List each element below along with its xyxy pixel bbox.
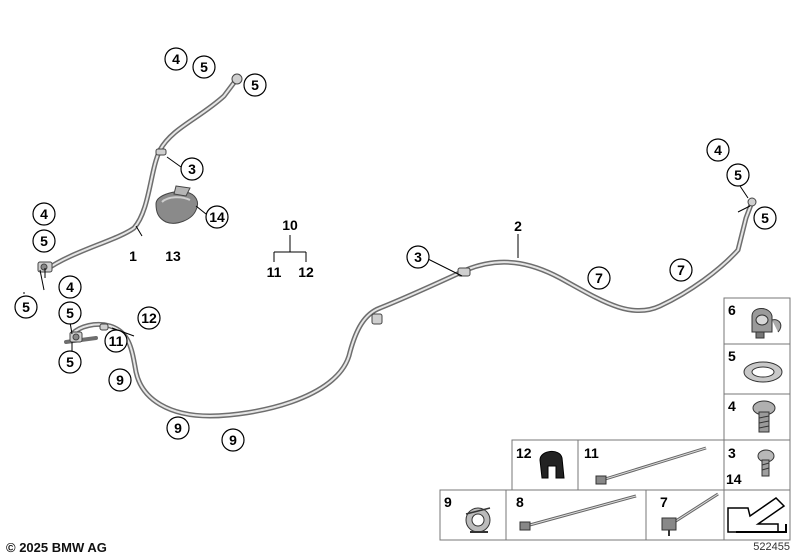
panel-label-12: 12 (516, 445, 532, 461)
callout-numbers: 4 5 5 3 4 5 5 4 5 5 12 11 9 9 9 14 3 4 5… (22, 51, 769, 448)
callout-number: 4 (172, 51, 180, 67)
callout-9[interactable] (221, 428, 245, 452)
brake-lines (43, 77, 755, 419)
callout-5[interactable] (32, 229, 56, 253)
callout-number: 5 (40, 233, 48, 249)
callout-5[interactable] (58, 350, 82, 374)
callout-number: 4 (66, 279, 74, 295)
parts-panel: 6 5 4 3 14 12 11 9 8 7 (439, 297, 791, 541)
washer-5-icon (743, 361, 783, 383)
panel-label-6: 6 (728, 302, 736, 318)
callout-number: 9 (229, 432, 237, 448)
panel-label-5: 5 (728, 348, 736, 364)
callout-7[interactable] (669, 258, 693, 282)
callout-9[interactable] (108, 368, 132, 392)
bracket-13-icon (155, 185, 199, 224)
callout-number: 14 (209, 209, 225, 225)
callout-5[interactable] (192, 55, 216, 79)
callout-number: 5 (251, 77, 259, 93)
screw-3-icon (757, 449, 775, 477)
callout-4[interactable] (58, 275, 82, 299)
callout-number: 5 (200, 59, 208, 75)
callout-number: 5 (761, 210, 769, 226)
panel-label-8: 8 (516, 494, 524, 510)
callout-number: 9 (116, 372, 124, 388)
callout-4[interactable] (164, 47, 188, 71)
callout-3[interactable] (180, 157, 204, 181)
cable-tie-8-icon (519, 494, 637, 531)
callout-9[interactable] (166, 416, 190, 440)
callout-number: 3 (414, 249, 422, 265)
callout-number: 11 (109, 333, 124, 349)
panel-label-14: 14 (726, 471, 742, 487)
panel-label-7: 7 (660, 494, 668, 510)
callout-number: 5 (66, 305, 74, 321)
label-part-12[interactable]: 12 (298, 264, 314, 280)
diagram-id: 522455 (753, 541, 790, 553)
callout-number: 5 (22, 299, 30, 315)
callout-4[interactable] (32, 202, 56, 226)
bolt-4-icon (752, 400, 776, 433)
label-part-2[interactable]: 2 (514, 218, 522, 234)
label-part-10[interactable]: 10 (282, 217, 298, 233)
copyright-text: © 2025 BMW AG (6, 540, 107, 555)
direction-arrow-icon (727, 497, 787, 533)
callout-number: 3 (188, 161, 196, 177)
callout-7[interactable] (587, 266, 611, 290)
panel-label-9: 9 (444, 494, 452, 510)
callout-5[interactable] (726, 163, 750, 187)
callout-5[interactable] (58, 301, 82, 325)
callout-5[interactable] (243, 73, 267, 97)
clip-6-icon (751, 308, 782, 339)
grommet-12-icon (539, 451, 565, 479)
cable-tie-7-icon (661, 492, 719, 536)
callout-5[interactable] (753, 206, 777, 230)
callout-4[interactable] (706, 138, 730, 162)
callout-11[interactable] (104, 329, 128, 353)
cable-tie-11-icon (595, 446, 707, 485)
label-part-13[interactable]: 13 (165, 248, 181, 264)
panel-label-3: 3 (728, 445, 736, 461)
callout-14[interactable] (205, 205, 229, 229)
callout-number: 7 (677, 262, 685, 278)
clamp-9-icon (465, 507, 491, 533)
panel-label-11: 11 (584, 445, 599, 461)
callout-number: 4 (40, 206, 48, 222)
callout-number: 12 (141, 310, 157, 326)
callout-number: 4 (714, 142, 722, 158)
label-part-1[interactable]: 1 (129, 248, 137, 264)
plain-labels: 1 13 10 11 12 2 (129, 217, 522, 280)
leader-lines (23, 156, 751, 353)
callout-number: 5 (66, 354, 74, 370)
callout-number: 7 (595, 270, 603, 286)
label-part-11[interactable]: 11 (267, 264, 282, 280)
callout-number: 9 (174, 420, 182, 436)
callout-12[interactable] (137, 306, 161, 330)
panel-label-4: 4 (728, 398, 736, 414)
callouts (14, 47, 777, 452)
callout-5[interactable] (14, 295, 38, 319)
callout-3[interactable] (406, 245, 430, 269)
callout-number: 5 (734, 167, 742, 183)
